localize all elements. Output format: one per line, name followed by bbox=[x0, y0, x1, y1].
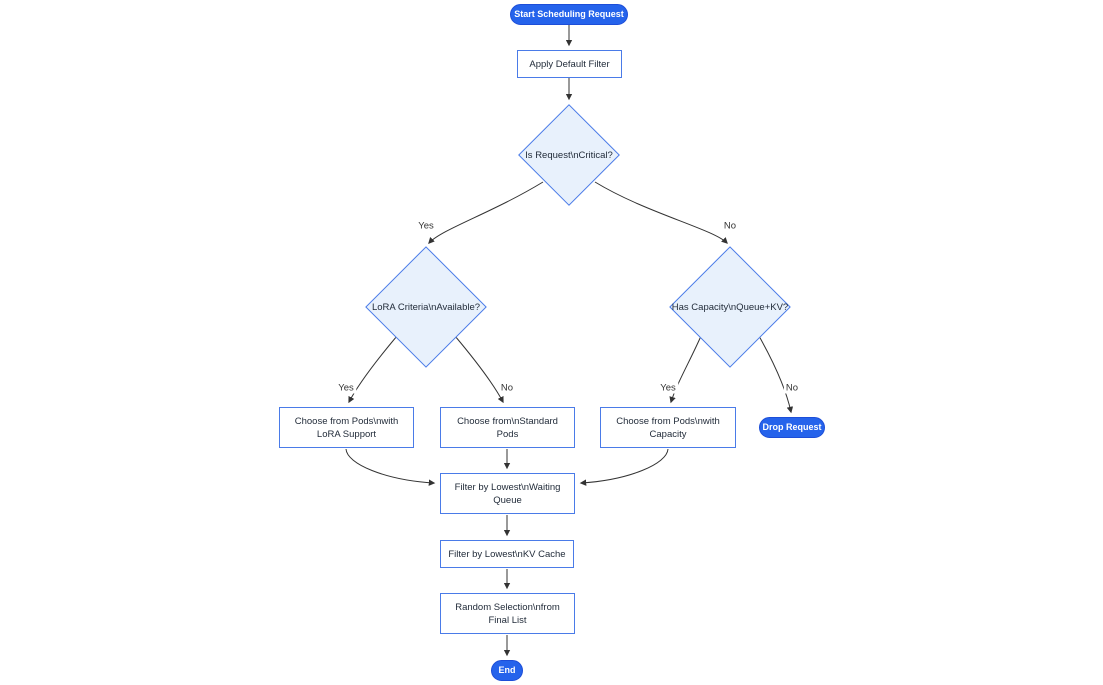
node-drop-request-label: Drop Request bbox=[762, 422, 822, 432]
edge-lora-no-to-choose-standard bbox=[454, 335, 504, 404]
edge-label-lora-no: No bbox=[498, 382, 516, 394]
node-end-label: End bbox=[498, 665, 516, 675]
node-choose-pods-capacity: Choose from Pods\nwith Capacity bbox=[600, 407, 736, 448]
node-random-selection-line2: Final List bbox=[488, 614, 527, 626]
node-choose-standard-pods-line2: Pods bbox=[496, 428, 519, 440]
node-filter-lowest-kv-cache: Filter by Lowest\nKV Cache bbox=[440, 540, 574, 568]
node-choose-standard-pods: Choose from\nStandard Pods bbox=[440, 407, 575, 448]
decision-lora-criteria-available-label: LoRA Criteria\nAvailable? bbox=[371, 301, 481, 313]
decision-lora-criteria-available: LoRA Criteria\nAvailable? bbox=[351, 289, 501, 325]
node-drop-request: Drop Request bbox=[759, 417, 825, 438]
node-choose-pods-lora-line1: Choose from Pods\nwith bbox=[294, 415, 399, 427]
decision-has-capacity-queue-kv-label: Has Capacity\nQueue+KV? bbox=[671, 301, 789, 313]
node-filter-lowest-waiting-queue-line2: Queue bbox=[493, 494, 522, 506]
node-choose-pods-capacity-line2: Capacity bbox=[649, 428, 687, 440]
node-filter-lowest-waiting-queue-line1: Filter by Lowest\nWaiting bbox=[454, 481, 561, 493]
edge-capacity-no-to-drop bbox=[758, 335, 794, 414]
edge-choose-lora-to-filter-waiting bbox=[345, 448, 436, 486]
node-filter-lowest-kv-cache-label: Filter by Lowest\nKV Cache bbox=[448, 548, 566, 560]
edge-capacity-yes-to-choose-capacity bbox=[669, 335, 702, 404]
edge-label-capacity-yes: Yes bbox=[658, 382, 678, 394]
edge-label-capacity-no: No bbox=[783, 382, 801, 394]
node-choose-pods-capacity-line1: Choose from Pods\nwith bbox=[616, 415, 720, 427]
edge-label-critical-no: No bbox=[721, 220, 739, 232]
decision-is-request-critical: Is Request\nCritical? bbox=[499, 137, 639, 173]
edge-choose-capacity-to-filter-waiting bbox=[579, 448, 669, 486]
decision-is-request-critical-label: Is Request\nCritical? bbox=[525, 149, 613, 161]
node-random-selection-line1: Random Selection\nfrom bbox=[455, 601, 560, 613]
node-end: End bbox=[491, 660, 523, 681]
node-start: Start Scheduling Request bbox=[510, 4, 628, 25]
node-choose-standard-pods-line1: Choose from\nStandard bbox=[457, 415, 558, 427]
edge-lora-yes-to-choose-lora bbox=[348, 335, 398, 404]
decision-has-capacity-queue-kv: Has Capacity\nQueue+KV? bbox=[655, 289, 805, 325]
node-apply-default-filter: Apply Default Filter bbox=[517, 50, 622, 78]
edge-critical-no-to-capacity bbox=[594, 181, 728, 244]
node-apply-default-filter-label: Apply Default Filter bbox=[529, 58, 610, 70]
edge-label-lora-yes: Yes bbox=[336, 382, 356, 394]
edge-label-critical-yes: Yes bbox=[416, 220, 436, 232]
edge-critical-yes-to-lora bbox=[428, 181, 544, 244]
node-random-selection: Random Selection\nfrom Final List bbox=[440, 593, 575, 634]
node-choose-pods-lora: Choose from Pods\nwith LoRA Support bbox=[279, 407, 414, 448]
node-filter-lowest-waiting-queue: Filter by Lowest\nWaiting Queue bbox=[440, 473, 575, 514]
node-start-label: Start Scheduling Request bbox=[514, 9, 624, 19]
node-choose-pods-lora-line2: LoRA Support bbox=[316, 428, 377, 440]
